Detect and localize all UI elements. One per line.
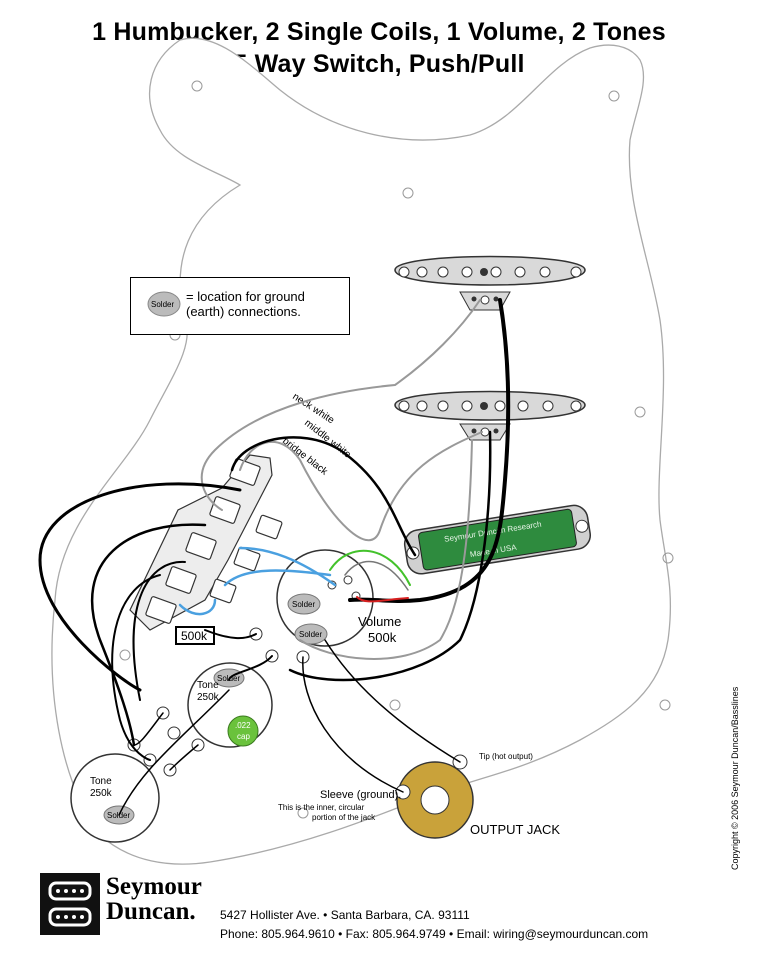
volume-pot[interactable]: Solder Solder Volume 500k [249,549,401,664]
brand-name-line1: Seymour [106,873,202,900]
pickguard-outline [51,37,672,865]
volume-label: Volume [358,614,401,629]
jack-sleeve-desc-1: This is the inner, circular [278,803,365,812]
wires [38,298,511,816]
title-line-2: 5 Way Switch, Push/Pull [233,50,525,78]
solder-swatch: Solder [147,291,181,317]
push-pull-value: 500k [181,629,208,643]
cap-unit: cap [237,732,250,741]
tone1-label: Tone [197,680,219,691]
copyright: Copyright © 2006 Seymour Duncan/Bassline… [730,686,740,870]
brand-logo [40,873,100,935]
humbucker-logo-icon [48,881,92,927]
jack-tip-label: Tip (hot output) [479,752,533,761]
tone2-label: Tone [90,776,112,787]
cap-value: .022 [235,721,251,730]
five-way-switch[interactable] [129,454,283,631]
volume-value: 500k [368,630,397,645]
push-pull-box [175,626,215,645]
neck-single-coil [394,255,586,311]
capacitor: .022 cap [227,715,259,747]
tone2-value: 250k [90,788,113,799]
jack-label: OUTPUT JACK [470,822,560,837]
legend-solder-label: Solder [151,300,174,309]
brand-name: Seymour Duncan. [106,874,202,924]
legend-text: = location for ground (earth) connection… [186,289,305,319]
volume-solder-2: Solder [299,630,322,639]
tone1-value: 250k [197,692,220,703]
volume-solder-1: Solder [292,600,315,609]
jack-sleeve-title: Sleeve (ground). [320,789,401,801]
brand-name-line2: Duncan. [106,898,196,925]
company-address: 5427 Hollister Ave. • Santa Barbara, CA.… [220,908,470,922]
company-contact: Phone: 805.964.9610 • Fax: 805.964.9749 … [220,927,649,941]
jack-sleeve-desc-2: portion of the jack [312,813,376,822]
